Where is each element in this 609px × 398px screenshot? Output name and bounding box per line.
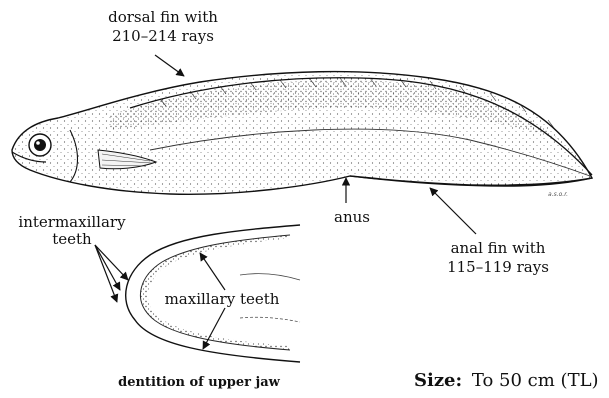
label-intermaxillary-line1: intermaxillary [18, 213, 126, 231]
size-key: Size: [414, 370, 462, 391]
caption-jaw: dentition of upper jaw [118, 375, 281, 390]
arrow-intermaxillary-3 [95, 245, 117, 302]
fish-body [12, 72, 592, 195]
artist-signature: a.s.o.r. [548, 191, 568, 198]
label-maxillary-teeth: maxillary teeth [165, 290, 280, 308]
size-value: To 50 cm (TL) [472, 370, 599, 391]
label-anus: anus [334, 208, 370, 226]
label-dorsal-fin-line1: dorsal fin with [108, 8, 218, 26]
label-anal-fin-line2: 115–119 rays [447, 258, 549, 276]
size-info: Size: To 50 cm (TL) [414, 370, 599, 391]
label-anal-fin-line1: anal fin with [451, 239, 546, 257]
label-dorsal-fin-line2: 210–214 rays [112, 27, 214, 45]
arrow-anal-fin [430, 188, 476, 234]
arrow-dorsal-fin [155, 55, 184, 76]
label-intermaxillary-line2: teeth [52, 230, 92, 248]
